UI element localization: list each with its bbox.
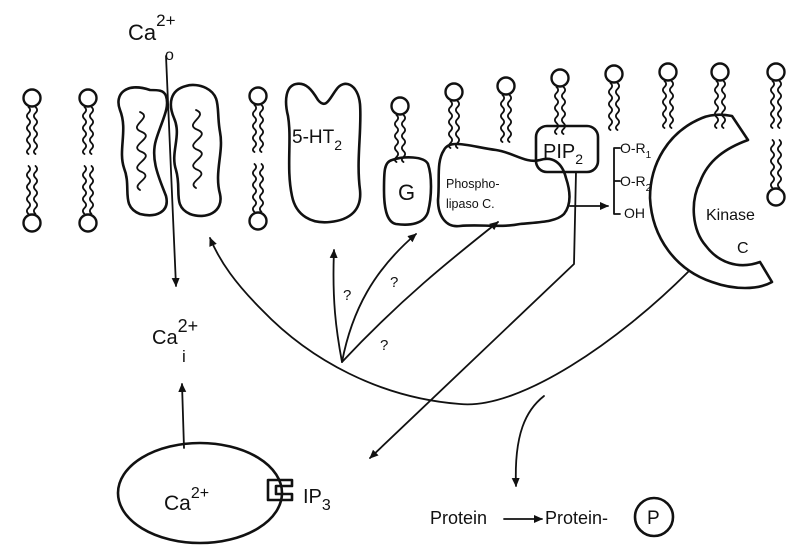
ip3-label: IP3 xyxy=(303,486,331,514)
kinase-label-line2: C xyxy=(737,240,749,257)
unknown-path-2: ? xyxy=(390,274,398,291)
kinase-label-line1: Kinase xyxy=(706,207,755,224)
phospholipid-icon xyxy=(80,90,97,232)
receptor-5ht2 xyxy=(286,84,360,223)
phospholipid-icon xyxy=(446,84,463,149)
svg-text:O-R2: O-R2 xyxy=(620,173,652,194)
protein-label: Protein xyxy=(430,508,487,528)
pathway-arrows xyxy=(166,56,688,486)
svg-text:O-R1: O-R1 xyxy=(620,140,652,161)
phosphate-label: P xyxy=(647,508,660,529)
store-ca-label: Ca2+ xyxy=(164,485,209,515)
ca-in-label: Ca2+ xyxy=(152,316,198,349)
phospholipid-icon xyxy=(498,78,515,143)
pip2-label: PIP2 xyxy=(543,141,583,167)
phospholipid-icon xyxy=(24,90,41,232)
svg-text:OH: OH xyxy=(624,205,645,221)
plc-label-line1: Phospho- xyxy=(446,177,500,191)
phospholipid-icon xyxy=(660,64,677,129)
phospholipid-icon xyxy=(250,88,267,230)
plc-label-line2: lipaso C. xyxy=(446,197,495,211)
phospholipid-icon xyxy=(712,64,729,129)
unknown-path-3: ? xyxy=(380,337,388,354)
g-protein-label: G xyxy=(398,180,415,205)
phosphoprotein-label: Protein- xyxy=(545,508,608,528)
phospholipid-icon xyxy=(606,66,623,131)
unknown-path-1: ? xyxy=(343,287,351,304)
ca-out-label: Ca2+ xyxy=(128,11,176,45)
kinase-c xyxy=(650,115,772,288)
phospholipid-icon xyxy=(392,98,409,163)
diacylglycerol: O-R1 O-R2 OH xyxy=(614,140,652,221)
phospholipid-icon xyxy=(768,64,785,206)
ca-in-sub: i xyxy=(182,347,186,366)
phospholipid-icon xyxy=(552,70,569,135)
receptor-label: 5-HT2 xyxy=(292,127,342,153)
